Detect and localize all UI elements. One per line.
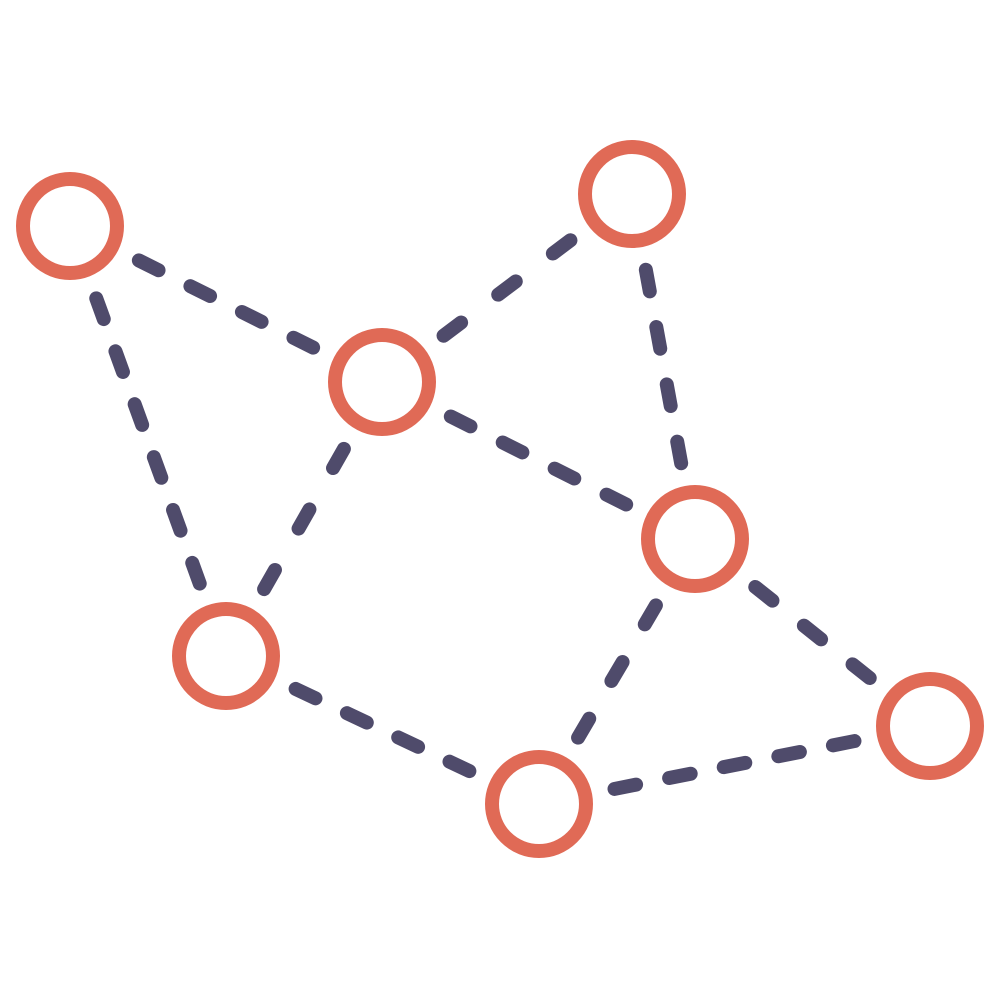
edge-n4-n6: [571, 598, 663, 745]
edge-n6-n7: [607, 734, 862, 796]
edge-n3-n2: [436, 233, 578, 343]
node-n3: [328, 328, 436, 436]
node-n1: [16, 172, 124, 280]
node-n7: [876, 672, 984, 780]
edges: [89, 233, 877, 796]
edge-n1-n3: [131, 253, 321, 355]
node-n5: [172, 602, 280, 710]
node-n2: [578, 140, 686, 248]
edge-n2-n4: [638, 262, 689, 471]
edge-n3-n4: [443, 409, 634, 512]
edge-n3-n5: [257, 441, 351, 597]
edge-n4-n7: [748, 579, 877, 686]
edge-n1-n5: [89, 291, 207, 591]
nodes: [16, 140, 984, 858]
edge-n5-n6: [288, 681, 477, 779]
node-n6: [485, 750, 593, 858]
node-n4: [641, 485, 749, 593]
